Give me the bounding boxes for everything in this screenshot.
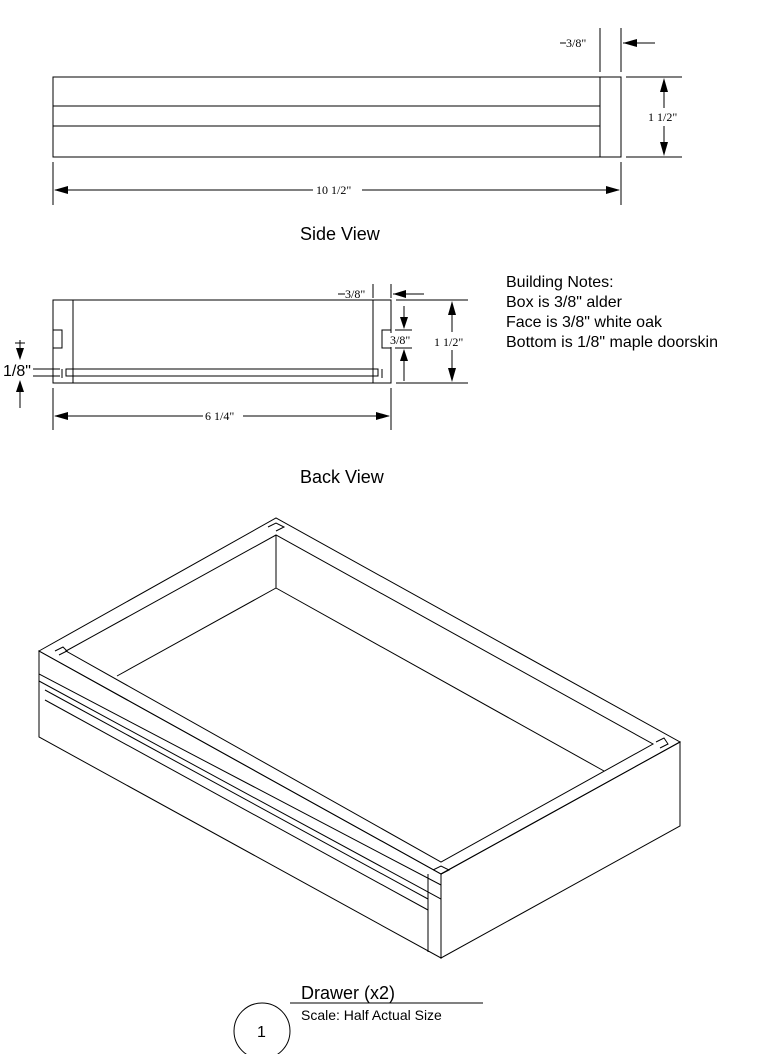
title-block: 1 Drawer (x2) Scale: Half Actual Size [233,983,483,1054]
back-height-arrow-top [448,301,456,315]
iso-side-face [440,741,681,959]
side-height-arrow-top [660,78,668,92]
iso-front-face-top [38,650,442,886]
side-view-title: Side View [300,224,381,244]
iso-top-outer-rim [37,517,682,875]
back-groove-arrow-bottom [400,349,408,361]
back-groove-label: 3/8" [390,333,410,347]
iso-notch-left [54,646,68,656]
back-width-label: 6 1/4" [205,409,234,423]
iso-inner-right-wall-bottom [275,587,605,772]
back-bottom-arrow-bottom [16,380,24,392]
side-height-arrow-bottom [660,142,668,156]
iso-notch-right [655,737,669,749]
side-thickness-label: 3/8" [566,36,586,50]
side-thickness-arrow [623,39,637,47]
iso-front-face-bottom [38,680,442,959]
side-length-arrow-left [54,186,68,194]
iso-notch-back [267,522,286,532]
back-height-arrow-bottom [448,368,456,382]
notes-line-bottom: Bottom is 1/8" maple doorskin [506,334,718,351]
back-view-title: Back View [300,467,385,487]
back-view-drawer-bottom [65,368,379,377]
notes-heading: Building Notes: [506,274,614,291]
back-height-label: 1 1/2" [434,335,463,349]
back-width-arrow-left [54,412,68,420]
back-thickness-arrow [393,290,406,298]
side-length-arrow-right [606,186,620,194]
back-view-outline [52,299,392,384]
back-view-dado-left [52,329,63,349]
title-scale: Scale: Half Actual Size [301,1007,442,1023]
back-thickness-label: 3/8" [345,287,365,301]
back-view: 3/8" 3/8" 1 1/2" 1/8" 6 1 [3,284,468,487]
side-view-outline [52,76,622,158]
iso-notch-front [432,865,451,875]
building-notes: Building Notes: Box is 3/8" alder Face i… [506,274,718,351]
back-groove-label-bg [389,333,415,347]
back-bottom-label: 1/8" [3,363,31,380]
title-text: Drawer (x2) [301,983,395,1003]
side-length-label: 10 1/2" [316,183,351,197]
side-view: 3/8" 1 1/2" 10 1/2" Side View [52,28,682,244]
back-bottom-arrow-top [16,348,24,360]
iso-front-groove-line-2 [44,699,429,911]
notes-line-face: Face is 3/8" white oak [506,314,663,331]
iso-front-groove-line [44,689,429,900]
notes-line-box: Box is 3/8" alder [506,294,623,311]
title-number: 1 [257,1024,266,1041]
isometric-view [37,517,682,959]
iso-inner-left-wall-bottom [116,587,277,677]
side-height-label: 1 1/2" [648,110,677,124]
back-width-arrow-right [376,412,390,420]
iso-top-inner-rim [64,534,655,863]
title-number-circle [233,1002,291,1054]
back-groove-arrow-top [400,317,408,329]
